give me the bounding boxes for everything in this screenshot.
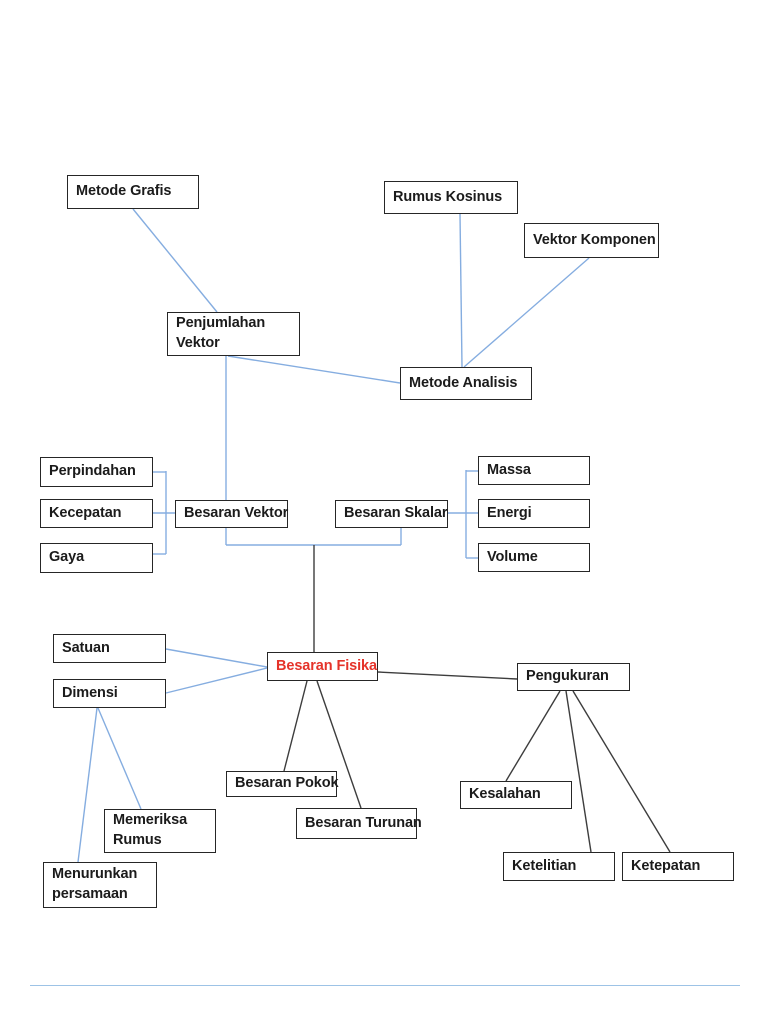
node-label: Penjumlahan Vektor (176, 315, 266, 351)
node-metode-grafis: Metode Grafis (67, 175, 199, 209)
node-label: Pengukuran (526, 668, 609, 685)
line-besaran-fisika-pengukuran (377, 671, 518, 680)
node-label: Volume (487, 548, 538, 565)
node-pengukuran: Pengukuran (517, 663, 630, 691)
line-penjumlahan-metode-analisis (227, 355, 401, 384)
line-besaran-fisika-besaran-pokok (283, 680, 308, 772)
node-perpindahan: Perpindahan (40, 457, 153, 487)
node-label: Besaran Vektor (184, 505, 289, 522)
node-besaran-vektor: Besaran Vektor (175, 500, 288, 528)
node-ketepatan: Ketepatan (622, 852, 734, 881)
node-label: Metode Analisis (409, 374, 518, 391)
node-penjumlahan-vektor: Penjumlahan Vektor (167, 312, 300, 356)
node-label: Perpindahan (49, 463, 136, 480)
node-memeriksa-rumus: Memeriksa Rumus (104, 809, 216, 853)
node-besaran-fisika: Besaran Fisika (267, 652, 378, 681)
node-besaran-skalar: Besaran Skalar (335, 500, 448, 528)
node-label: Vektor Komponen (533, 231, 656, 248)
node-label: Gaya (49, 549, 85, 566)
node-ketelitian: Ketelitian (503, 852, 615, 881)
node-massa: Massa (478, 456, 590, 485)
footer-divider-line (30, 985, 740, 986)
node-label: Memeriksa Rumus (113, 812, 188, 848)
line-dimensi-menurunkan-persamaan (77, 707, 98, 863)
node-label: Kesalahan (469, 786, 541, 803)
line-rumus-kosinus-metode-analisis (459, 213, 463, 368)
line-satuan-besaran-fisika (165, 648, 268, 668)
node-kecepatan: Kecepatan (40, 499, 153, 528)
node-label: Besaran Turunan (305, 814, 422, 831)
node-vektor-komponen: Vektor Komponen (524, 223, 659, 258)
node-rumus-kosinus: Rumus Kosinus (384, 181, 518, 214)
node-label: Rumus Kosinus (393, 188, 503, 205)
node-label: Menurunkan persamaan (52, 866, 138, 902)
line-pengukuran-ketelitian (565, 690, 592, 853)
node-besaran-turunan: Besaran Turunan (296, 808, 422, 839)
node-label: Besaran Pokok (235, 775, 339, 792)
node-label: Energi (487, 504, 532, 521)
line-metode-grafis-penjumlahan (132, 208, 218, 313)
node-label: Ketelitian (512, 857, 577, 874)
line-pengukuran-kesalahan (505, 690, 561, 782)
node-metode-analisis: Metode Analisis (400, 367, 532, 400)
node-dimensi: Dimensi (53, 679, 166, 708)
node-gaya: Gaya (40, 543, 153, 573)
node-label: Kecepatan (49, 504, 122, 521)
node-volume: Volume (478, 543, 590, 572)
node-label: Dimensi (62, 684, 118, 701)
node-label: Metode Grafis (76, 183, 172, 200)
line-dimensi-memeriksa-rumus (97, 707, 142, 810)
node-label: Satuan (62, 639, 110, 656)
line-dimensi-besaran-fisika (165, 667, 268, 694)
node-menurunkan-persamaan: Menurunkan persamaan (43, 862, 157, 908)
line-pengukuran-ketepatan (572, 690, 671, 853)
node-label: Besaran Skalar (344, 505, 448, 522)
node-kesalahan: Kesalahan (460, 781, 572, 809)
node-besaran-pokok: Besaran Pokok (226, 771, 339, 797)
node-satuan: Satuan (53, 634, 166, 663)
node-energi: Energi (478, 499, 590, 528)
node-label: Ketepatan (631, 857, 701, 874)
node-label: Massa (487, 461, 531, 478)
node-label: Besaran Fisika (276, 657, 377, 674)
line-vektor-komponen-metode-analisis (463, 257, 590, 368)
line-besaran-fisika-besaran-turunan (316, 680, 362, 809)
